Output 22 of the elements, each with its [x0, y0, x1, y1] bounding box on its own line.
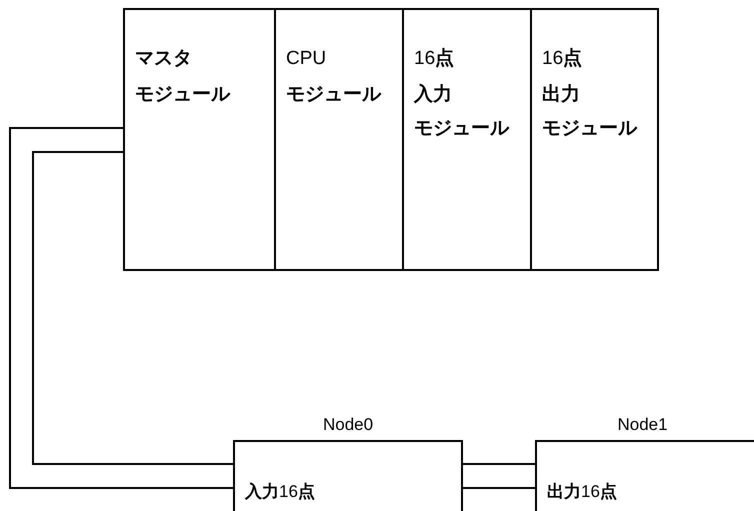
module-label: 16点	[414, 48, 454, 70]
module-label: マスタ	[135, 48, 192, 70]
module-label: CPU	[286, 48, 326, 70]
node-label: Node0	[323, 415, 374, 435]
module-label: 入力	[414, 84, 452, 106]
terminal-label: 出力16点	[547, 481, 617, 503]
module-slot	[530, 8, 659, 271]
module-label: モジュール	[135, 84, 230, 106]
module-label: モジュール	[542, 118, 637, 140]
module-slot	[402, 8, 532, 271]
module-label: 出力	[542, 84, 580, 106]
module-slot	[123, 8, 276, 271]
cable-line	[32, 151, 233, 465]
module-label: 16点	[542, 48, 582, 70]
module-label: モジュール	[414, 118, 509, 140]
node-label: Node1	[618, 415, 668, 435]
module-slot	[274, 8, 404, 271]
cable-line	[463, 487, 535, 489]
cable-line	[9, 127, 233, 489]
terminal-label: 入力16点	[245, 481, 315, 503]
module-label: モジュール	[286, 84, 381, 106]
cable-line	[463, 463, 535, 465]
